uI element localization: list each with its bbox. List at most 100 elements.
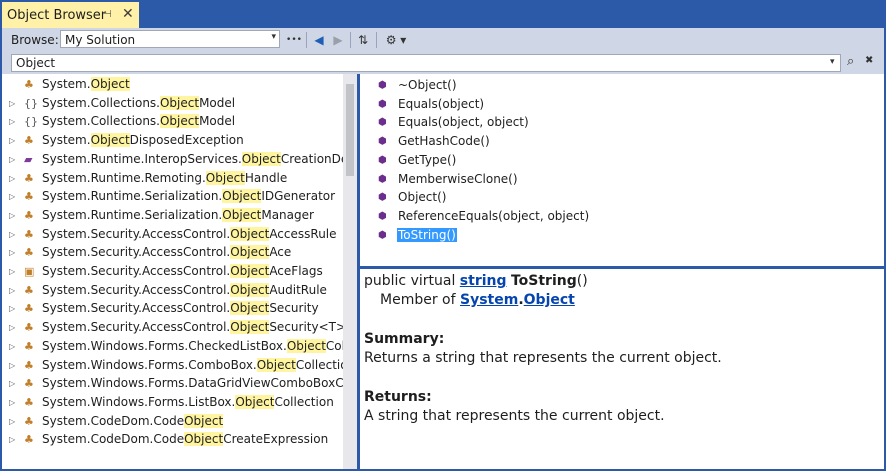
- expand-icon[interactable]: ▷: [9, 98, 16, 108]
- expand-icon[interactable]: ▷: [9, 117, 16, 127]
- tree-item-label: System.Windows.Forms.DataGridViewComboBo…: [42, 376, 343, 390]
- expand-icon[interactable]: ▷: [9, 285, 16, 295]
- objects-tree-scrollbar[interactable]: [343, 74, 357, 469]
- expand-icon[interactable]: ▷: [9, 397, 16, 407]
- tree-item-suffix: Manager: [261, 207, 314, 222]
- expand-icon[interactable]: ▷: [9, 341, 16, 351]
- tree-item[interactable]: ▷▰System.Runtime.InteropServices.ObjectC…: [2, 150, 343, 169]
- search-match-highlight: Object: [230, 226, 270, 241]
- method-icon: ⬢: [378, 98, 387, 110]
- members-list[interactable]: ⬢~Object()⬢Equals(object)⬢Equals(object,…: [360, 74, 884, 266]
- search-match-highlight: Object: [159, 95, 200, 110]
- tree-item[interactable]: ▷♣System.CodeDom.CodeObjectCreateExpress…: [2, 430, 343, 449]
- tree-item[interactable]: ▷♣System.Runtime.Serialization.ObjectMan…: [2, 206, 343, 225]
- tree-item[interactable]: ♣System.Object: [2, 75, 343, 94]
- member-item-label: Equals(object): [398, 96, 485, 111]
- class-icon: ♣: [24, 227, 34, 241]
- class-link[interactable]: Object: [523, 292, 575, 308]
- method-icon: ⬢: [378, 229, 387, 241]
- expand-icon[interactable]: ▷: [9, 136, 16, 146]
- tree-item[interactable]: ▷♣System.Security.AccessControl.ObjectAc…: [2, 243, 343, 262]
- tree-item[interactable]: ▷ ♣ System.Security.AccessControl.ObjectAc…: [2, 225, 343, 244]
- tree-item-label: System.CodeDom.CodeObject: [42, 413, 224, 428]
- expand-icon[interactable]: ▷: [9, 210, 16, 220]
- tree-item-suffix: Handle: [244, 170, 288, 185]
- expand-icon[interactable]: ▷: [9, 435, 16, 445]
- summary-heading: Summary:: [364, 331, 445, 347]
- search-bar: ▾ ⌕ ✖: [2, 52, 884, 74]
- summary-text: Returns a string that represents the cur…: [364, 350, 722, 366]
- tree-item-prefix: System.Collections.: [42, 114, 160, 129]
- pane-splitter-vertical[interactable]: [357, 74, 360, 469]
- clear-search-icon[interactable]: ✖: [865, 55, 874, 66]
- tree-item-suffix: Collect: [325, 338, 343, 353]
- expand-icon[interactable]: ▷: [9, 323, 16, 333]
- return-type-link[interactable]: string: [459, 273, 507, 289]
- scrollbar-thumb[interactable]: [346, 84, 354, 176]
- signature-params: (): [576, 273, 588, 289]
- tab-strip: Object Browser ⊣ ✕: [2, 2, 884, 28]
- forward-icon[interactable]: ▶: [333, 33, 343, 47]
- tree-item[interactable]: ▷▣System.Security.AccessControl.ObjectAc…: [2, 262, 343, 281]
- namespace-icon: {}: [24, 115, 38, 129]
- tree-item[interactable]: ▷{}System.Collections.ObjectModel: [2, 112, 343, 131]
- expand-icon[interactable]: ▷: [9, 360, 16, 370]
- method-icon: ⬢: [378, 80, 387, 91]
- tree-item-prefix: System.Security.AccessControl.: [42, 264, 231, 278]
- expand-icon[interactable]: ▷: [9, 416, 16, 426]
- settings-icon[interactable]: ⚙ ▾: [385, 33, 407, 47]
- tree-item[interactable]: ▷♣System.Windows.Forms.CheckedListBox.Ob…: [2, 337, 343, 356]
- expand-icon[interactable]: ▷: [9, 173, 16, 183]
- expand-icon[interactable]: ▷: [9, 154, 16, 164]
- expand-icon[interactable]: ▷: [9, 229, 16, 239]
- expand-icon[interactable]: ▷: [9, 267, 16, 276]
- close-icon[interactable]: ✕: [122, 6, 134, 22]
- tree-item[interactable]: ▷♣System.Runtime.Remoting.ObjectHandle: [2, 169, 343, 188]
- expand-icon[interactable]: ▷: [9, 248, 16, 258]
- class-icon: ♣: [24, 414, 34, 428]
- search-icon[interactable]: ⌕: [847, 54, 855, 69]
- add-reference-icon[interactable]: ⇅: [357, 33, 369, 47]
- browse-scope-select[interactable]: My Solution ▾: [60, 30, 280, 48]
- search-input[interactable]: [11, 54, 841, 72]
- namespace-icon: {}: [24, 96, 38, 110]
- tree-item-suffix: AuditRule: [269, 282, 327, 297]
- tree-item-prefix: System.Security.AccessControl.: [42, 282, 231, 297]
- search-match-highlight: Object: [90, 77, 130, 91]
- search-history-chevron-icon[interactable]: ▾: [830, 57, 835, 67]
- returns-heading: Returns:: [364, 389, 432, 405]
- tree-item-suffix: Security<T>: [269, 320, 343, 335]
- pin-icon[interactable]: ⊣: [103, 9, 112, 20]
- tree-item[interactable]: ▷♣System.Security.AccessControl.ObjectSe…: [2, 299, 343, 318]
- tree-item[interactable]: ▷♣System.Windows.Forms.ComboBox.ObjectCo…: [2, 356, 343, 375]
- back-icon[interactable]: ◀: [314, 33, 324, 47]
- tree-item-prefix: System.Windows.Forms.CheckedListBox.: [42, 338, 287, 353]
- expand-icon[interactable]: ▷: [9, 192, 16, 202]
- more-options-button[interactable]: •••: [286, 35, 302, 45]
- tree-item[interactable]: ▷♣System.Security.AccessControl.ObjectSe…: [2, 318, 343, 337]
- expand-icon[interactable]: ▷: [9, 379, 16, 389]
- tree-item[interactable]: ▷♣System.Windows.Forms.DataGridViewCombo…: [2, 374, 343, 393]
- objects-tree[interactable]: ♣System.Object ▷ {} System.Collections. Obje…: [2, 74, 343, 469]
- tab-object-browser[interactable]: Object Browser ⊣ ✕: [2, 2, 139, 28]
- class-icon: ♣: [24, 395, 34, 409]
- member-item-label: MemberwiseClone(): [398, 171, 518, 186]
- search-match-highlight: Object: [184, 432, 224, 447]
- tree-item[interactable]: ▷♣System.ObjectDisposedException: [2, 131, 343, 150]
- tree-item-suffix: Model: [199, 95, 236, 110]
- tree-item[interactable]: ▷♣System.Windows.Forms.ListBox.ObjectCol…: [2, 393, 343, 412]
- namespace-link[interactable]: System: [459, 292, 519, 308]
- class-icon: ♣: [24, 321, 34, 335]
- expand-icon[interactable]: ▷: [9, 304, 16, 314]
- search-match-highlight: Object: [235, 394, 275, 409]
- tree-item[interactable]: ▷♣System.Security.AccessControl.ObjectAu…: [2, 281, 343, 300]
- tree-item-suffix: Collection: [274, 394, 334, 409]
- tree-item-label: System.Security.AccessControl.ObjectAcce…: [42, 226, 337, 241]
- search-match-highlight: Object: [230, 301, 270, 316]
- tree-item[interactable]: ▷ ♣ System.CodeDom.CodeObject: [2, 412, 343, 431]
- class-icon: ♣: [24, 171, 34, 185]
- tree-item[interactable]: ▷♣System.Runtime.Serialization.ObjectIDG…: [2, 187, 343, 206]
- tree-item[interactable]: ▷{}System.Collections.ObjectModel: [2, 94, 343, 113]
- pane-splitter-horizontal[interactable]: [360, 266, 884, 269]
